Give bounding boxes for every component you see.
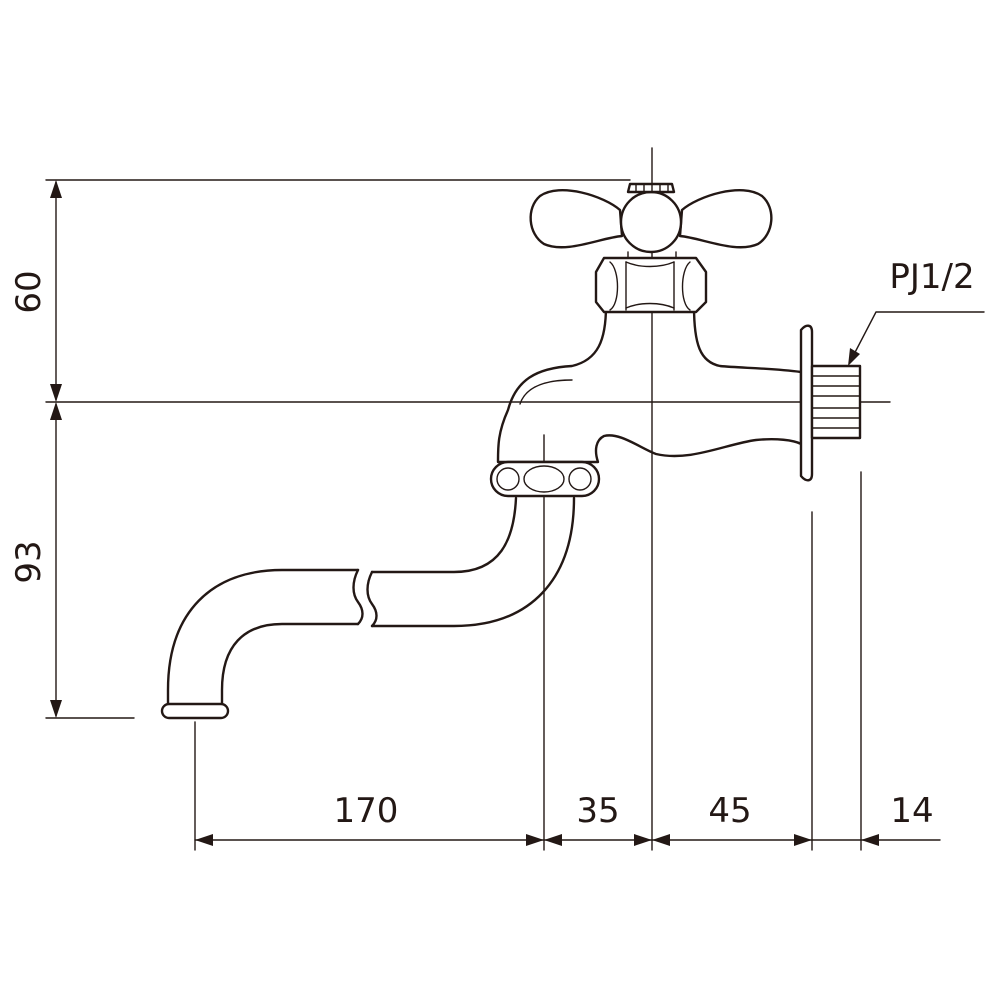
body-outline	[496, 304, 803, 464]
thread-callout-label: PJ1/2	[889, 257, 974, 297]
dimension-60: 60	[9, 180, 62, 402]
dimension-93: 93	[9, 402, 62, 718]
spout-pipe	[160, 496, 576, 720]
thread-callout: PJ1/2	[848, 257, 985, 366]
handle-cap-screw	[626, 182, 676, 194]
wall-flange	[799, 324, 814, 482]
union-nut	[489, 460, 601, 498]
threaded-inlet	[810, 364, 862, 440]
dimension-label-60: 60	[9, 270, 49, 313]
dimension-horizontal-chain: 170 35 45 14	[194, 791, 941, 846]
faucet-body	[160, 182, 862, 720]
dimension-label-170: 170	[334, 791, 399, 831]
handle-hub	[619, 190, 683, 254]
dimension-label-45: 45	[708, 791, 751, 831]
body-inner-curve	[519, 379, 573, 405]
bonnet-nut	[594, 256, 708, 314]
dimension-label-14: 14	[890, 791, 933, 831]
cross-handle	[529, 182, 773, 259]
dimension-label-35: 35	[576, 791, 619, 831]
spout-outlet	[160, 702, 230, 720]
reference-lines	[45, 147, 891, 851]
dimension-label-93: 93	[9, 540, 49, 583]
